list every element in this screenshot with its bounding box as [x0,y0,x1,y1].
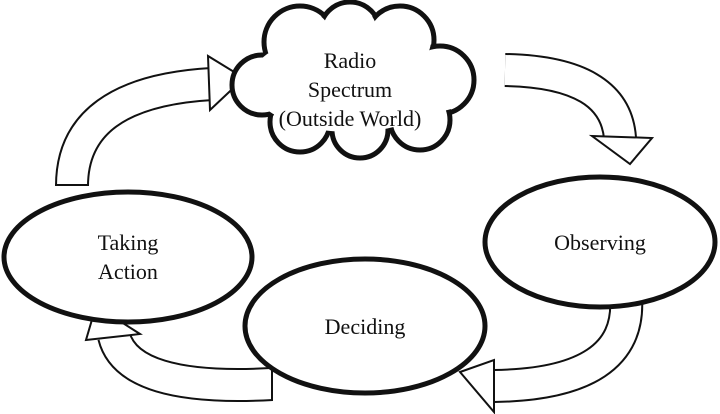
cloud-label-line: (Outside World) [278,106,422,131]
arrow-spectrum-to-observing [504,53,655,166]
deciding-label: Deciding [324,314,406,339]
arrow-observing-to-deciding [458,296,644,414]
arrow-action-to-spectrum [55,54,246,187]
observing-label: Observing [554,230,646,255]
cloud-label-line: Spectrum [307,77,393,102]
taking-action-label: Taking Action [48,228,208,286]
observing-node [482,174,718,310]
cloud-shape [229,0,477,161]
taking-action-label-line: Action [98,259,158,284]
cloud-label: Radio Spectrum (Outside World) [250,46,450,133]
deciding-node [242,256,488,396]
cloud-label-line: Radio [323,48,377,73]
taking-action-node [1,189,255,325]
taking-action-label-line: Taking [97,230,159,255]
